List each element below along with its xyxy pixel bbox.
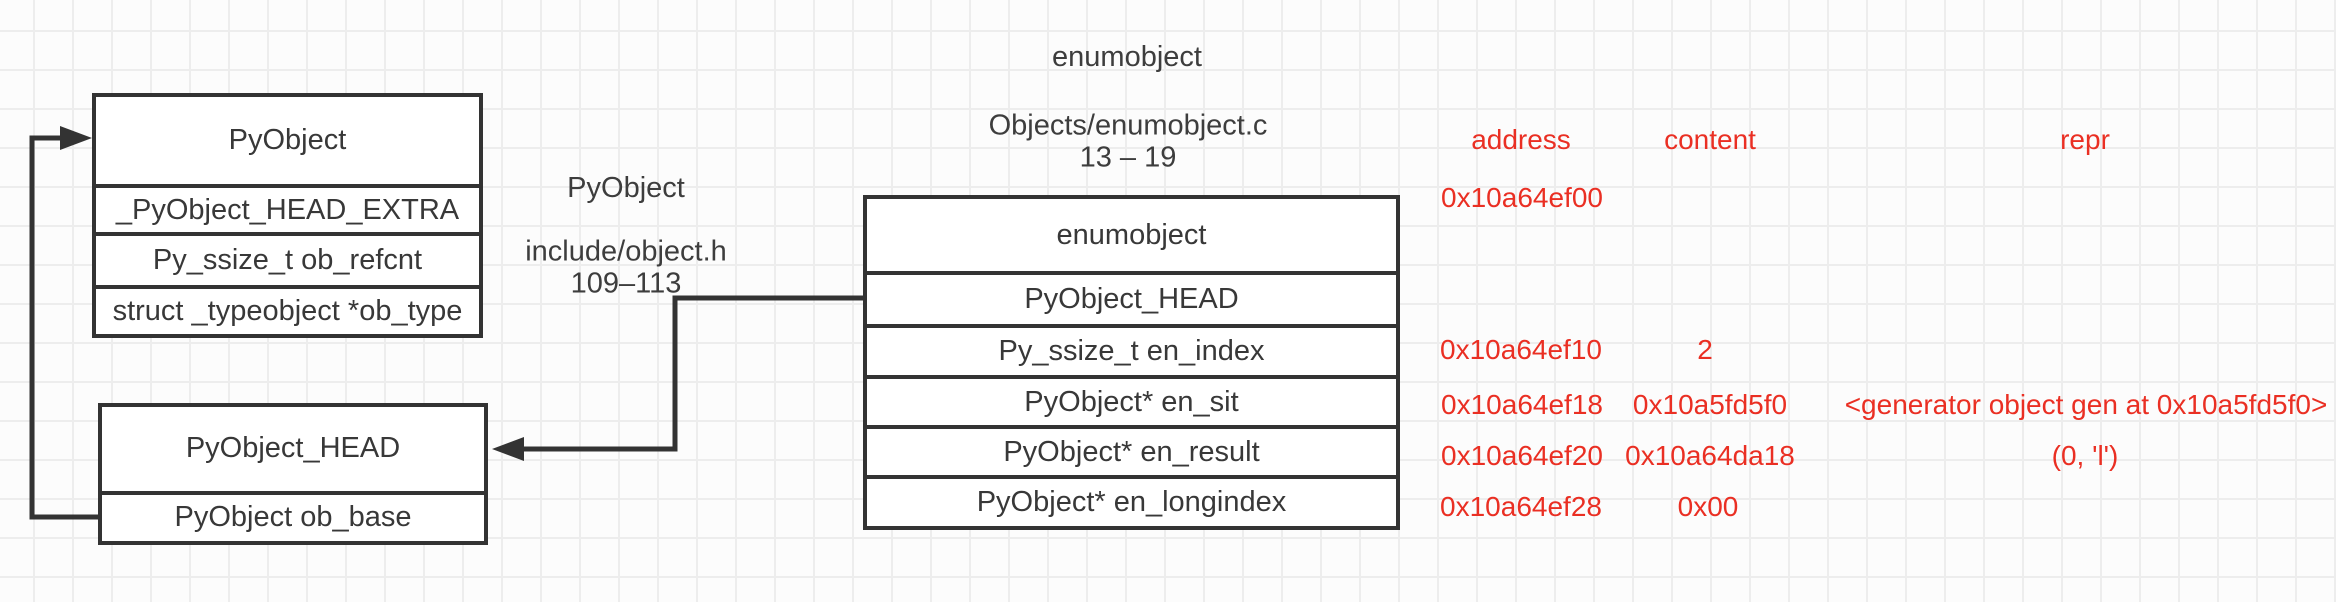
pyobject-field-ob-refcnt: Py_ssize_t ob_refcnt: [96, 232, 479, 284]
pyobject-struct-title: PyObject: [228, 124, 347, 157]
arrowhead-into-pyobject-head-icon: [492, 437, 524, 461]
pyobject-head-field-ob-base: PyObject ob_base: [102, 490, 484, 541]
enumobject-field-en-sit: PyObject* en_sit: [867, 374, 1396, 426]
memory-address-1: 0x10a64ef10: [1440, 334, 1602, 365]
memory-content-2: 0x10a5fd5f0: [1632, 389, 1788, 420]
enumobject-source-note: Objects/enumobject.c 13 – 19: [989, 110, 1268, 175]
memory-address-3: 0x10a64ef20: [1441, 440, 1603, 471]
memory-address-4: 0x10a64ef28: [1440, 491, 1602, 522]
pyobject-source-file: include/object.h: [525, 235, 727, 268]
pyobject-head-box: PyObject_HEAD PyObject ob_base: [98, 403, 488, 545]
pyobject-source-note: include/object.h 109–113: [525, 236, 727, 301]
pyobject-label: PyObject: [567, 171, 685, 204]
pyobject-source-lines: 109–113: [570, 268, 682, 300]
enumobject-source-file: Objects/enumobject.c: [988, 109, 1268, 142]
enumobject-struct-box: enumobject PyObject_HEAD Py_ssize_t en_i…: [863, 195, 1400, 530]
connector-enumobject-to-pyobject-head: [522, 295, 865, 452]
memory-address-0: 0x10a64ef00: [1441, 182, 1603, 213]
pyobject-field-head-extra: _PyObject_HEAD_EXTRA: [96, 184, 479, 232]
memory-header-content: content: [1664, 124, 1756, 155]
memory-content-3: 0x10a64da18: [1625, 440, 1795, 471]
pyobject-head-title: PyObject_HEAD: [185, 432, 401, 465]
memory-header-repr: repr: [2060, 124, 2110, 155]
enumobject-source-lines: 13 – 19: [1079, 142, 1177, 174]
memory-address-2: 0x10a64ef18: [1441, 389, 1603, 420]
enumobject-label: enumobject: [1052, 40, 1202, 73]
memory-content-4: 0x00: [1677, 491, 1739, 522]
enumobject-field-en-result: PyObject* en_result: [867, 425, 1396, 475]
pyobject-struct-box: PyObject _PyObject_HEAD_EXTRA Py_ssize_t…: [92, 93, 483, 338]
enumobject-field-en-longindex: PyObject* en_longindex: [867, 475, 1396, 526]
pyobject-field-ob-type: struct _typeobject *ob_type: [96, 284, 479, 334]
memory-repr-2: <generator object gen at 0x10a5fd5f0>: [1844, 389, 2328, 420]
connector-obbase-to-pyobject: [29, 135, 100, 520]
enumobject-field-en-index: Py_ssize_t en_index: [867, 323, 1396, 375]
memory-header-address: address: [1471, 124, 1571, 155]
memory-content-1: 2: [1697, 334, 1713, 365]
enumobject-field-pyobject-head: PyObject_HEAD: [867, 271, 1396, 324]
enumobject-struct-title: enumobject: [1056, 218, 1207, 251]
arrowhead-into-pyobject-icon: [60, 126, 92, 150]
memory-repr-3: (0, 'l'): [2051, 440, 2119, 471]
